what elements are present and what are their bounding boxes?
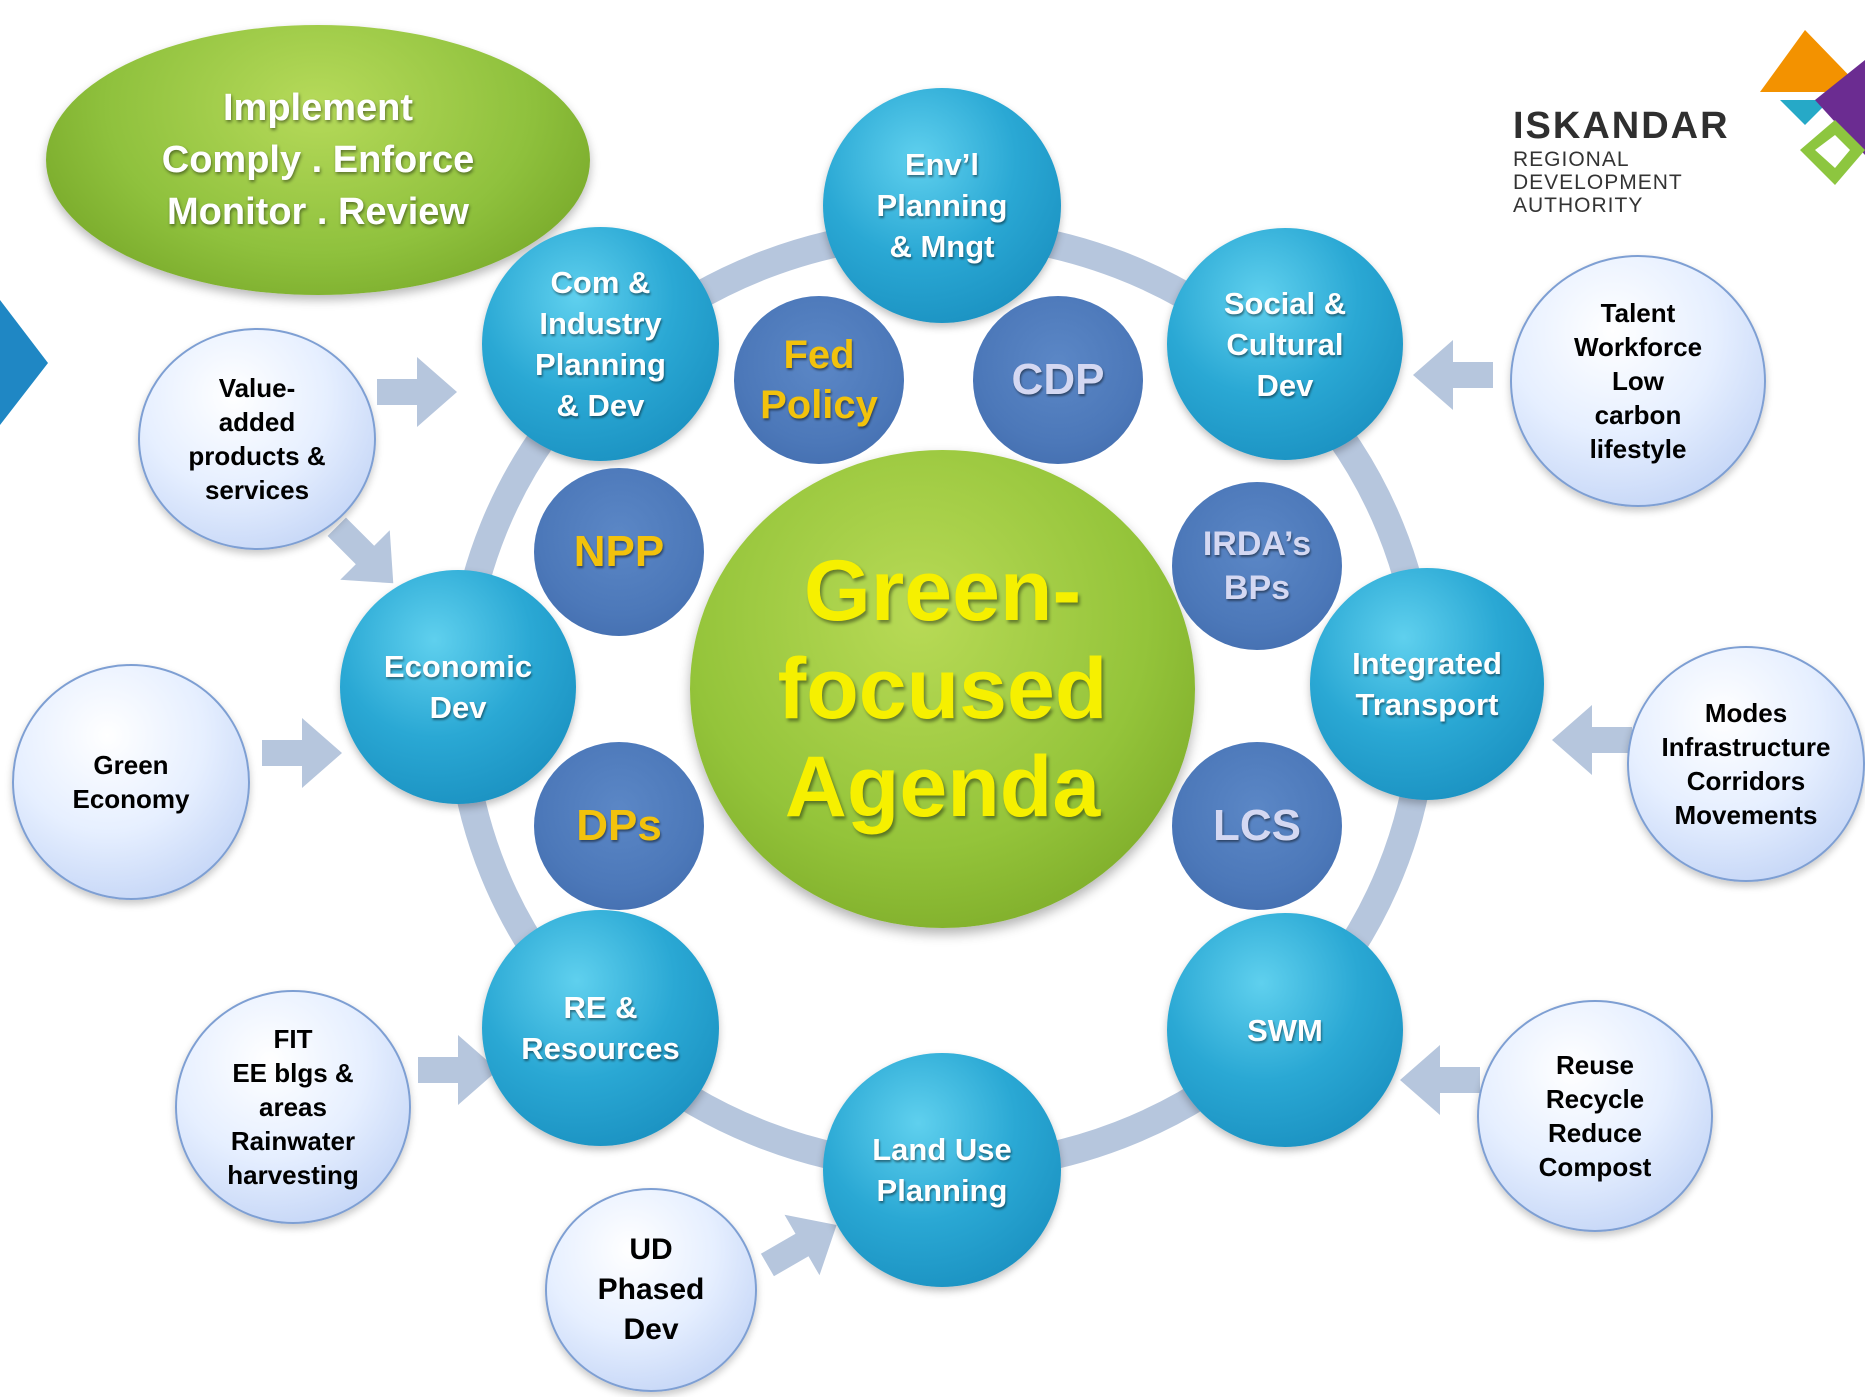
- implement-banner: Implement Comply . Enforce Monitor . Rev…: [46, 25, 590, 295]
- policy-node-fed[interactable]: Fed Policy: [734, 296, 904, 464]
- ring-node-com[interactable]: Com & Industry Planning & Dev: [482, 227, 719, 461]
- arrow-reuse-to-swm: [1400, 1045, 1480, 1115]
- input-node-talent[interactable]: Talent Workforce Low carbon lifestyle: [1510, 255, 1766, 507]
- arrow-modes-to-transport: [1552, 705, 1632, 775]
- ring-node-label: Env’l Planning & Mngt: [876, 147, 1008, 264]
- input-node-value[interactable]: Value- added products & services: [138, 328, 376, 550]
- input-node-label: FIT EE blgs & areas Rainwater harvesting: [227, 1024, 359, 1190]
- ring-node-label: Integrated Transport: [1352, 646, 1502, 722]
- policy-node-label: CDP: [1011, 355, 1105, 404]
- policy-node-label: IRDA’s BPs: [1202, 525, 1312, 607]
- policy-node-label: DPs: [576, 801, 662, 850]
- policy-node-lcs[interactable]: LCS: [1172, 742, 1342, 910]
- input-node-ud[interactable]: UD Phased Dev: [545, 1188, 757, 1392]
- input-node-label: Green Economy: [72, 750, 190, 814]
- ring-node-label: Land Use Planning: [872, 1132, 1012, 1208]
- ring-node-label: Com & Industry Planning & Dev: [535, 265, 666, 423]
- input-node-green[interactable]: Green Economy: [12, 664, 250, 900]
- input-node-label: UD Phased Dev: [597, 1233, 705, 1346]
- policy-node-cdp[interactable]: CDP: [973, 296, 1143, 464]
- input-node-label: Talent Workforce Low carbon lifestyle: [1573, 298, 1703, 464]
- policy-node-dps[interactable]: DPs: [534, 742, 704, 910]
- ring-node-re[interactable]: RE & Resources: [482, 910, 719, 1146]
- arrow-fit-to-re: [418, 1035, 498, 1105]
- policy-node-npp[interactable]: NPP: [534, 468, 704, 636]
- input-node-label: Reuse Recycle Reduce Compost: [1538, 1050, 1652, 1182]
- center-text: Green- focused Agenda: [777, 543, 1108, 835]
- edge-decoration: [0, 300, 48, 425]
- arrow-talent-to-social: [1413, 340, 1493, 410]
- ring-node-label: RE & Resources: [521, 990, 680, 1066]
- ring-node-label: Economic Dev: [383, 649, 533, 725]
- policy-node-label: NPP: [573, 527, 665, 576]
- logo-mark-icon: [1760, 30, 1865, 185]
- banner-text: Implement Comply . Enforce Monitor . Rev…: [161, 87, 475, 233]
- arrow-value-to-com: [377, 357, 457, 427]
- input-node-label: Modes Infrastructure Corridors Movements: [1661, 698, 1831, 830]
- policy-node-label: Fed Policy: [760, 333, 878, 427]
- center-agenda: Green- focused Agenda: [690, 450, 1195, 928]
- arrow-value-to-economic: [327, 517, 394, 584]
- logo-name: ISKANDAR: [1513, 105, 1730, 147]
- ring-node-social[interactable]: Social & Cultural Dev: [1167, 228, 1403, 460]
- ring-node-landuse[interactable]: Land Use Planning: [823, 1053, 1061, 1287]
- policy-node-irda[interactable]: IRDA’s BPs: [1172, 482, 1342, 650]
- input-node-reuse[interactable]: Reuse Recycle Reduce Compost: [1477, 1000, 1713, 1232]
- arrow-ud-to-landuse: [760, 1214, 837, 1277]
- logo-subtitle: REGIONAL DEVELOPMENT AUTHORITY: [1513, 148, 1683, 217]
- ring-node-envl[interactable]: Env’l Planning & Mngt: [823, 88, 1061, 323]
- input-node-label: Value- added products & services: [188, 373, 326, 505]
- ring-node-transport[interactable]: Integrated Transport: [1310, 568, 1544, 800]
- ring-node-swm[interactable]: SWM: [1167, 913, 1403, 1147]
- input-node-fit[interactable]: FIT EE blgs & areas Rainwater harvesting: [175, 990, 411, 1224]
- ring-node-label: SWM: [1247, 1012, 1323, 1048]
- ring-node-label: Social & Cultural Dev: [1223, 285, 1347, 403]
- policy-node-label: LCS: [1213, 801, 1301, 850]
- arrow-green-to-economic: [262, 718, 342, 788]
- ring-node-economic[interactable]: Economic Dev: [340, 570, 576, 804]
- input-node-modes[interactable]: Modes Infrastructure Corridors Movements: [1627, 646, 1865, 882]
